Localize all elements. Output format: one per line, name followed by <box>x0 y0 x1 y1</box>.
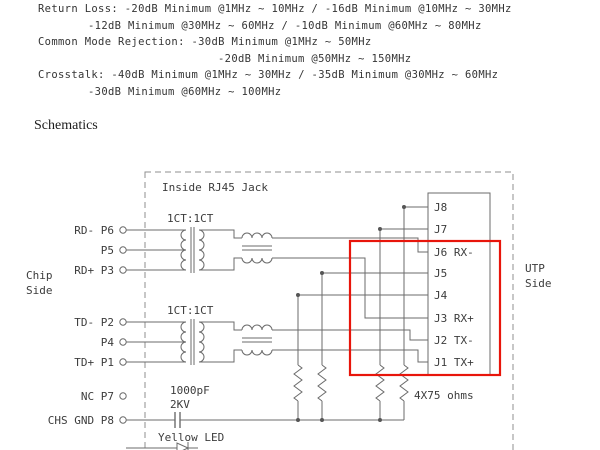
jack-label-j3: J3 RX+ <box>434 312 474 325</box>
choke-1 <box>241 232 273 264</box>
jack-label-j7: J7 <box>434 223 447 236</box>
capacitor-value-label: 1000pF <box>170 384 210 397</box>
transformer-1-ratio-label: 1CT:1CT <box>167 212 214 225</box>
highlight-red-box <box>348 239 502 377</box>
resistors-label: 4X75 ohms <box>414 389 474 402</box>
jack-label-j1: J1 TX+ <box>434 356 474 369</box>
pin-label-p2: TD- P2 <box>74 316 114 329</box>
spec-line-return-loss-2: -12dB Minimum @30MHz ~ 60MHz / -10dB Min… <box>88 20 482 32</box>
side-labels: Chip Side UTP Side <box>26 262 552 297</box>
spec-line-crosstalk: Crosstalk: -40dB Minimum @1MHz ~ 30MHz /… <box>38 69 499 81</box>
termination-resistors <box>293 364 409 402</box>
junction-dots <box>296 205 406 422</box>
transformer-2 <box>180 319 205 365</box>
jack-label-j5: J5 <box>434 267 447 280</box>
choke-2 <box>241 324 273 356</box>
chip-side-label-2: Side <box>26 284 53 297</box>
chip-side-label-1: Chip <box>26 269 53 282</box>
utp-side-label-1: UTP <box>525 262 545 275</box>
spec-line-cmr-2: -20dB Minimum @50MHz ~ 150MHz <box>218 53 412 65</box>
jack-label-j4: J4 <box>434 289 448 302</box>
led-symbol <box>176 442 190 450</box>
transformer-1 <box>180 227 205 273</box>
pin-label-p3: RD+ P3 <box>74 264 114 277</box>
inside-jack-dashed-outline <box>144 171 514 450</box>
jack-label-j8: J8 <box>434 201 447 214</box>
spec-line-crosstalk-2: -30dB Minimum @60MHz ~ 100MHz <box>88 86 282 98</box>
transformer-2-ratio-label: 1CT:1CT <box>167 304 214 317</box>
wires <box>126 206 428 450</box>
capacitor-rating-label: 2KV <box>170 398 190 411</box>
section-heading-schematics: Schematics <box>34 118 98 133</box>
pin-label-p8: CHS GND P8 <box>48 414 114 427</box>
pin-label-p7: NC P7 <box>81 390 114 403</box>
jack-label-j2: J2 TX- <box>434 334 474 347</box>
jack-pin-labels: J8 J7 J6 RX- J5 J4 J3 RX+ J2 TX- J1 TX+ <box>434 201 474 369</box>
inside-rj45-jack-label: Inside RJ45 Jack <box>162 181 268 194</box>
spec-line-cmr: Common Mode Rejection: -30dB Minimum @1M… <box>38 36 372 48</box>
chip-side-pin-labels: RD- P6 P5 RD+ P3 TD- P2 P4 TD+ P1 NC P7 … <box>48 224 115 427</box>
pin-label-p5: P5 <box>101 244 114 257</box>
pin-label-p1: TD+ P1 <box>74 356 114 369</box>
hv-capacitor <box>174 412 181 428</box>
spec-line-return-loss: Return Loss: -20dB Minimum @1MHz ~ 10MHz… <box>38 3 512 15</box>
chip-side-pin-terminals <box>119 226 127 424</box>
pin-label-p6: RD- P6 <box>74 224 114 237</box>
led-label: Yellow LED <box>158 431 224 444</box>
pin-label-p4: P4 <box>101 336 115 349</box>
utp-side-label-2: Side <box>525 277 552 290</box>
jack-pin-box <box>427 192 491 376</box>
jack-label-j6: J6 RX- <box>434 246 474 259</box>
